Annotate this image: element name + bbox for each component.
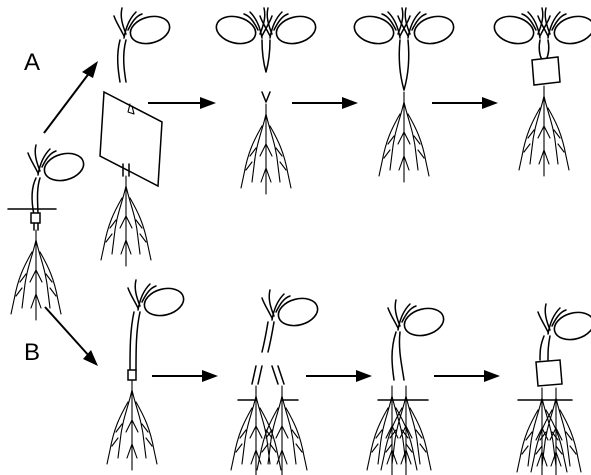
row-a-step1-blade-rootstock (99, 90, 163, 267)
row-b-step2-scion (261, 289, 322, 353)
row-a-arrow-2 (292, 97, 358, 109)
label-b: B (24, 339, 40, 366)
row-a-step2 (212, 7, 320, 195)
row-a-step3 (350, 7, 458, 183)
row-b-step1 (106, 279, 188, 471)
label-a: A (24, 49, 40, 76)
row-a-step1-scion (113, 7, 174, 83)
row-a-step4 (490, 7, 591, 177)
graft-clip (531, 56, 561, 86)
row-a-arrow-1 (148, 97, 216, 109)
row-b-arrow-3 (434, 370, 500, 382)
row-b-step2-rootstock (230, 365, 308, 475)
row-a-arrow-3 (432, 97, 498, 109)
row-b-arrow-1 (152, 370, 218, 382)
initial-seedling (7, 144, 88, 321)
row-b-step4 (516, 303, 591, 475)
arrow-to-b (44, 306, 98, 366)
row-b-arrow-2 (306, 370, 372, 382)
row-b-step3 (366, 299, 448, 475)
graft-clip (535, 359, 563, 387)
arrow-to-a (43, 61, 98, 134)
